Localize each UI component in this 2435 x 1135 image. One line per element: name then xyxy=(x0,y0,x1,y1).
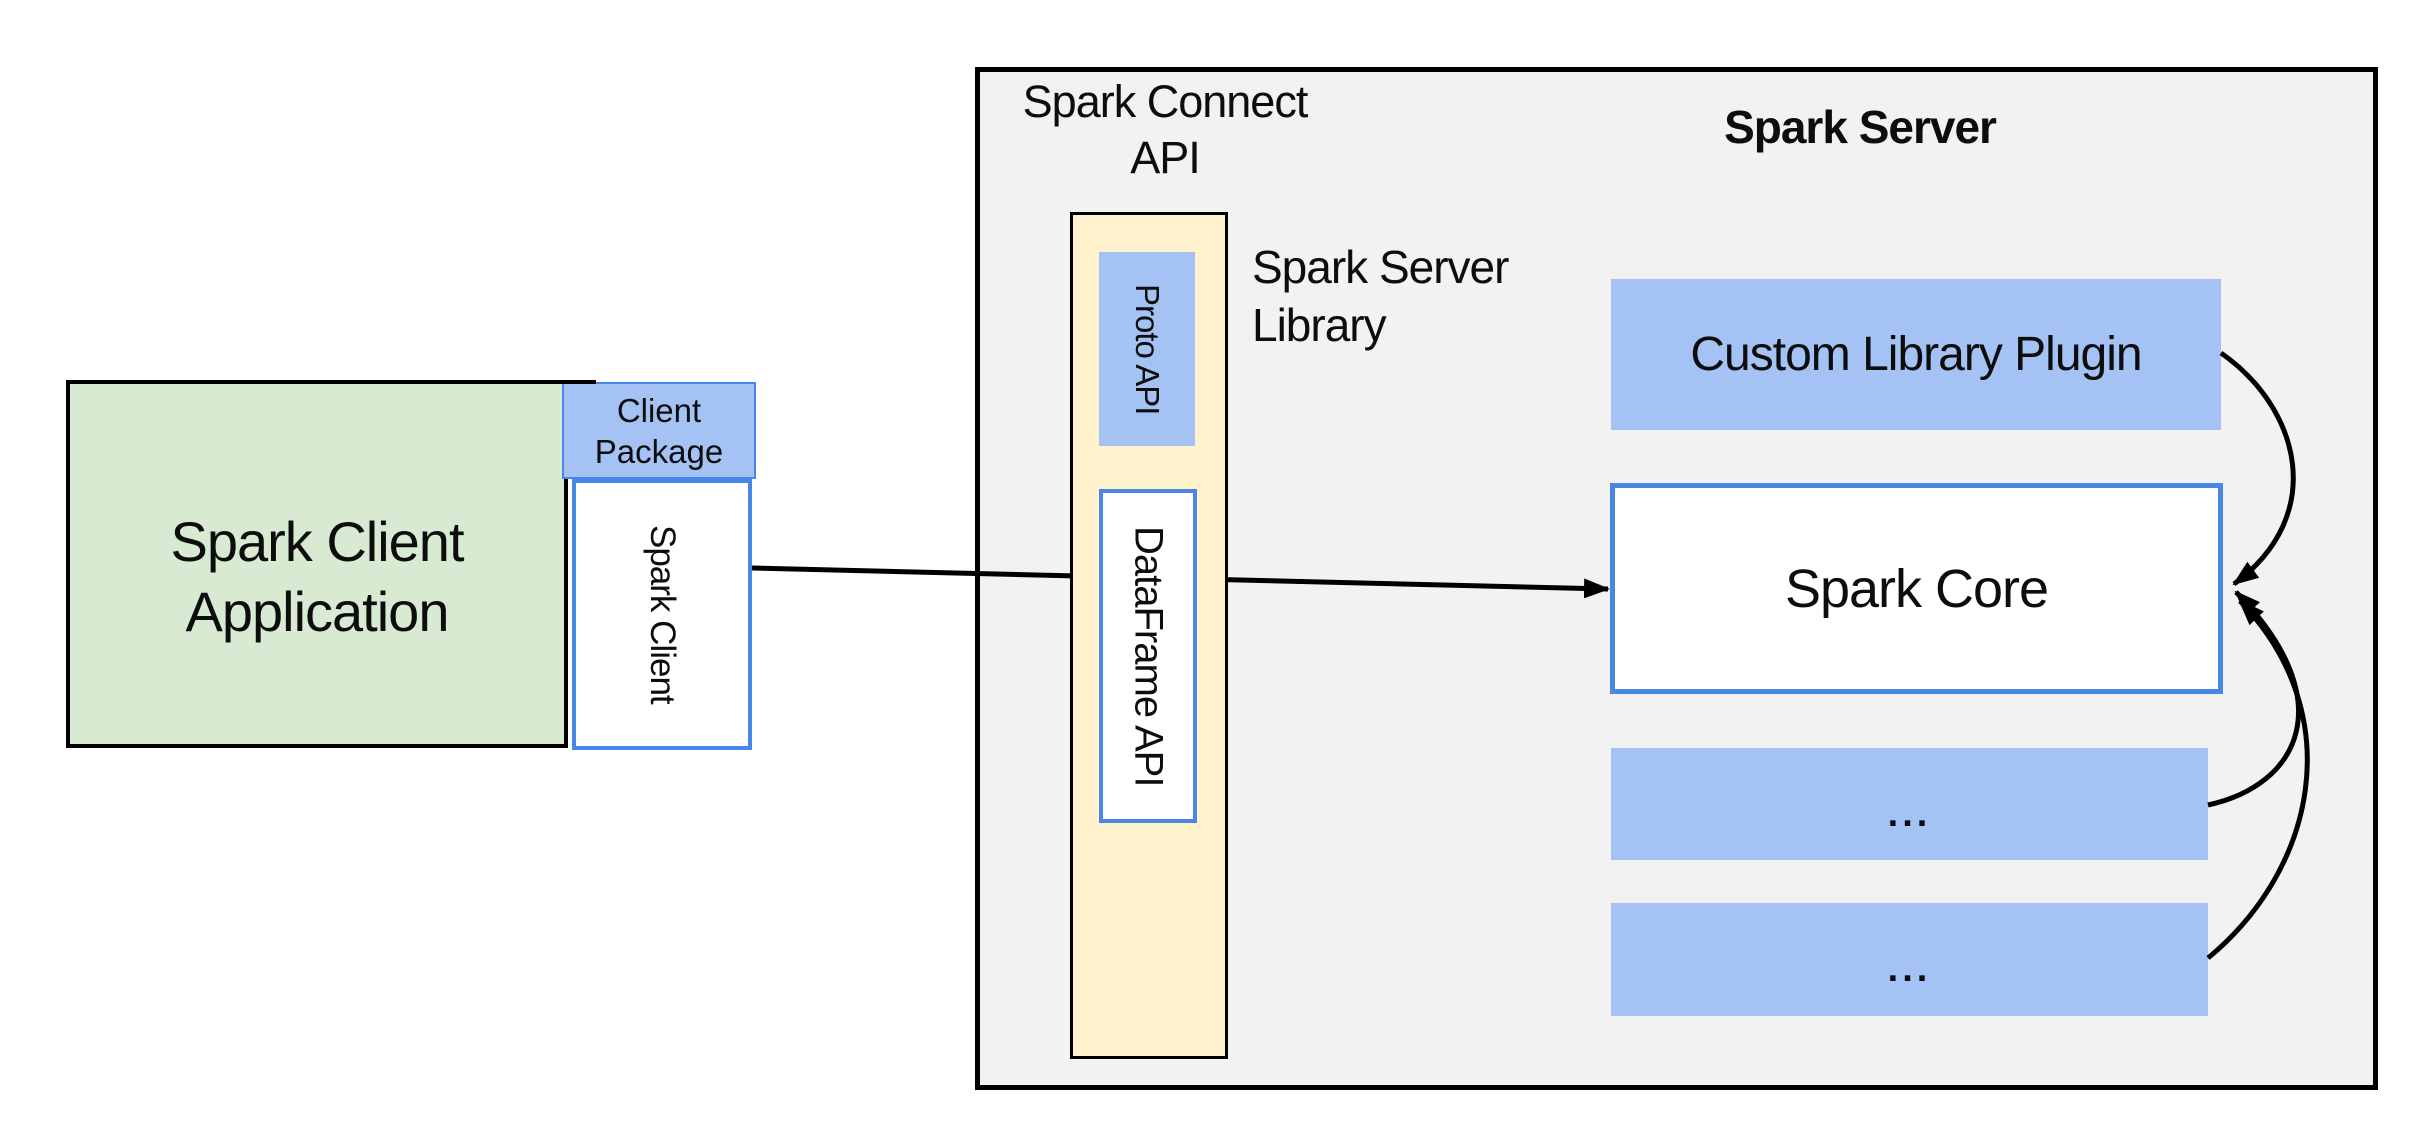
spark-client-application-label: Spark Client Application xyxy=(170,510,464,643)
proto-api-label: Proto API xyxy=(1129,283,1166,415)
spark-core-label: Spark Core xyxy=(1784,558,2049,619)
spark-core-box: Spark Core xyxy=(1610,483,2223,694)
dataframe-api-label: DataFrame API xyxy=(1126,525,1171,787)
proto-api-box: Proto API xyxy=(1099,252,1195,446)
client-package-label: Client Package xyxy=(594,391,724,470)
ellipsis-label-2: ... xyxy=(1887,948,1932,990)
spark-server-title: Spark Server xyxy=(1724,101,1997,153)
dataframe-api-box: DataFrame API xyxy=(1099,489,1197,823)
ellipsis-label-1: ... xyxy=(1887,792,1932,835)
plugin-placeholder-row-1: ... xyxy=(1611,748,2208,860)
custom-library-plugin-box: Custom Library Plugin xyxy=(1611,279,2221,430)
spark-connect-api-label: Spark Connect API xyxy=(1022,76,1309,183)
plugin-placeholder-row-2: ... xyxy=(1611,903,2208,1016)
client-app-border-overlap xyxy=(562,380,596,384)
spark-server-library-label: Spark Server Library xyxy=(1252,241,1509,351)
spark-client-application-box: Spark Client Application xyxy=(66,380,568,748)
spark-client-box: Spark Client xyxy=(572,479,752,750)
spark-client-label: Spark Client xyxy=(643,525,682,704)
client-package-box: Client Package xyxy=(562,382,756,479)
custom-library-plugin-label: Custom Library Plugin xyxy=(1690,328,2142,381)
